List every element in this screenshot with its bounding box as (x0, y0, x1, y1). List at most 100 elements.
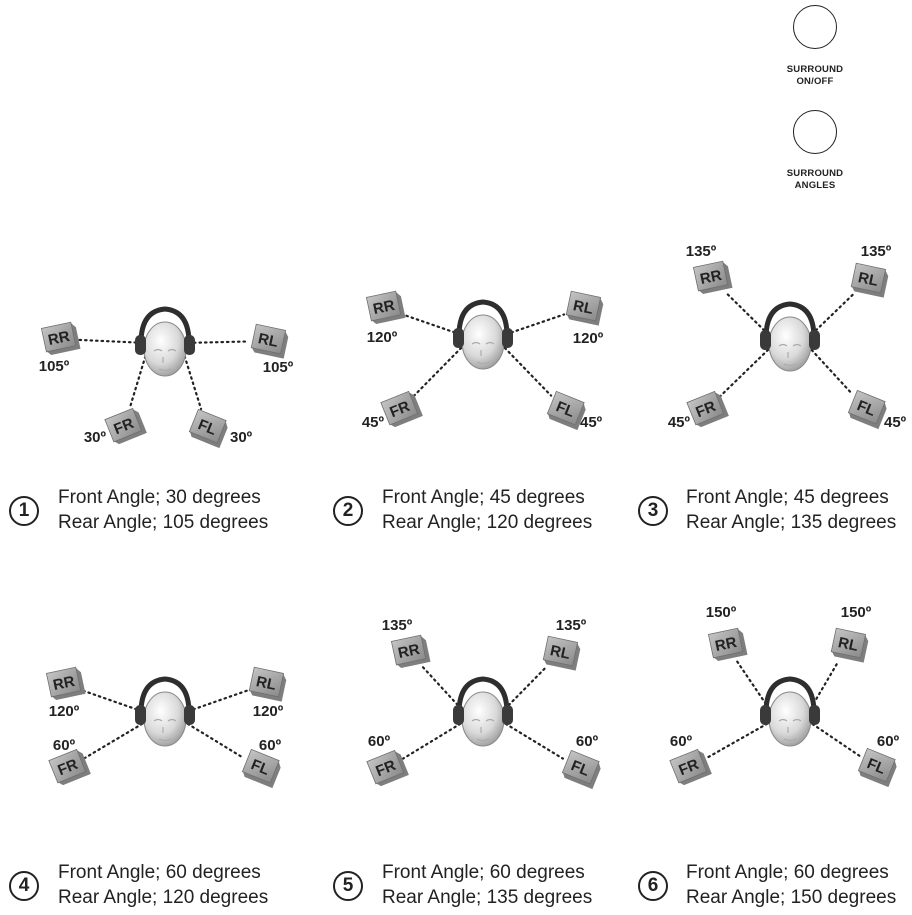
speaker-angle-label: 45º (884, 414, 907, 431)
speaker-rr: RR (40, 321, 81, 355)
sound-direction-line (719, 344, 774, 398)
speaker-label: FL (865, 755, 888, 778)
speaker-fr: FR (366, 749, 409, 787)
speaker-box (48, 748, 87, 784)
speaker-label: FL (196, 416, 219, 439)
sound-direction-line (84, 719, 149, 759)
listener-head (135, 306, 195, 377)
speaker-label: RL (572, 297, 595, 318)
speaker-label: RR (47, 328, 72, 349)
speaker-box (45, 666, 82, 698)
speaker-box (250, 323, 287, 355)
left-earcup (135, 335, 146, 355)
rear-angle-caption: Rear Angle; 135 degrees (686, 512, 897, 533)
config-number-badge: 3 (638, 496, 668, 526)
speaker-label: FL (569, 757, 592, 780)
front-angle-caption: Front Angle; 45 degrees (686, 487, 889, 508)
speaker-box (830, 627, 867, 659)
speaker-fr: FR (104, 407, 147, 445)
speaker-box (542, 635, 579, 667)
speaker-rr: RR (45, 666, 86, 700)
speaker-angle-label: 135º (861, 243, 892, 260)
config-number-badge: 6 (638, 871, 668, 901)
speaker-angle-label: 120º (573, 330, 604, 347)
sound-direction-line (705, 719, 774, 760)
speaker-angle-label: 60º (53, 737, 76, 754)
speaker-fr: FR (380, 390, 423, 428)
sound-direction-line (499, 719, 565, 760)
speaker-box (248, 666, 285, 698)
config-number-badge: 5 (333, 871, 363, 901)
left-earcup (453, 328, 464, 348)
sound-direction-line (806, 344, 854, 396)
speaker-fl: FL (188, 408, 228, 449)
sound-direction-line (806, 719, 861, 757)
rear-angle-caption: Rear Angle; 105 degrees (58, 512, 269, 533)
speaker-label: RR (397, 641, 422, 662)
speaker-fl: FL (847, 389, 887, 430)
speaker-rl: RL (250, 323, 289, 359)
speaker-box (561, 749, 600, 785)
sound-direction-line (401, 719, 467, 760)
rear-angle-caption: Rear Angle; 120 degrees (58, 887, 269, 908)
speaker-angle-label: 150º (841, 604, 872, 621)
speaker-angle-label: 105º (39, 358, 70, 375)
front-angle-caption: Front Angle; 60 degrees (382, 862, 585, 883)
speaker-fl: FL (857, 747, 897, 788)
speaker-rl: RL (850, 262, 889, 298)
left-earcup (453, 705, 464, 725)
right-earcup (809, 330, 820, 350)
speaker-rl: RL (565, 290, 604, 326)
speaker-box (188, 408, 227, 444)
speaker-rr: RR (692, 260, 733, 294)
speaker-rr: RR (390, 634, 431, 668)
listener-head (453, 299, 513, 370)
speaker-box (686, 390, 725, 426)
face-features (471, 341, 495, 365)
speaker-label: RR (52, 673, 77, 694)
sound-direction-line (412, 342, 467, 397)
surround-on-off-label: SURROUND ON/OFF (786, 64, 844, 87)
speaker-box (847, 389, 886, 425)
speaker-box (857, 747, 896, 783)
surround-angles-button[interactable] (793, 110, 837, 154)
speaker-label: RR (714, 634, 739, 655)
sound-direction-line (806, 661, 839, 715)
face-features (778, 343, 802, 367)
speaker-rr: RR (707, 627, 748, 661)
face (461, 691, 505, 747)
headband (138, 676, 192, 714)
face-features (778, 718, 802, 742)
speaker-label: FR (373, 757, 398, 780)
speaker-angle-label: 60º (259, 737, 282, 754)
speaker-angle-label: 105º (263, 359, 294, 376)
speaker-angle-label: 120º (253, 703, 284, 720)
front-angle-caption: Front Angle; 30 degrees (58, 487, 261, 508)
speaker-label: RL (857, 269, 880, 290)
speaker-box (40, 321, 77, 353)
speaker-label: RR (699, 267, 724, 288)
listener-head (760, 676, 820, 747)
speaker-box (669, 748, 708, 784)
sound-direction-line (181, 719, 245, 759)
speaker-label: RL (837, 634, 860, 655)
face-features (471, 718, 495, 742)
face (768, 316, 812, 372)
right-earcup (502, 705, 513, 725)
speaker-angle-label: 120º (49, 703, 80, 720)
speaker-angle-label: 45º (668, 414, 691, 431)
speaker-box (390, 634, 427, 666)
config-number-badge: 4 (9, 871, 39, 901)
front-angle-caption: Front Angle; 45 degrees (382, 487, 585, 508)
headband (456, 299, 510, 337)
surround-on-off-button[interactable] (793, 5, 837, 49)
front-angle-caption: Front Angle; 60 degrees (686, 862, 889, 883)
speaker-angle-label: 30º (84, 429, 107, 446)
speaker-angle-label: 120º (367, 329, 398, 346)
left-earcup (760, 330, 771, 350)
